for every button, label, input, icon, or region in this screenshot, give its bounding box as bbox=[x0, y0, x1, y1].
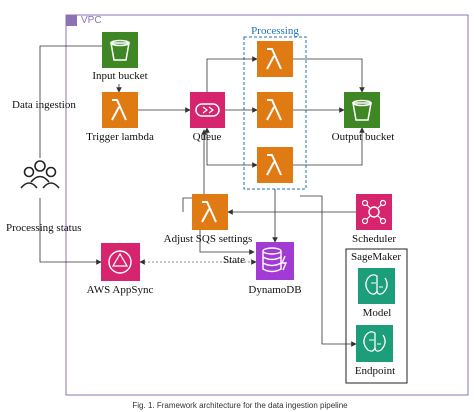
edge-users-appsync bbox=[39, 198, 102, 265]
edge-queue-lambda-top bbox=[206, 56, 258, 92]
lambda-icon bbox=[192, 194, 228, 230]
state-label: State bbox=[223, 254, 245, 266]
figure-caption: Fig. 1. Framework architecture for the d… bbox=[132, 401, 348, 410]
data-ingestion-label: Data ingestion bbox=[12, 99, 76, 111]
appsync-icon bbox=[101, 243, 140, 281]
edge-adjust-dynamodb bbox=[199, 230, 255, 255]
adjust-sqs-label: Adjust SQS settings bbox=[163, 233, 253, 245]
vpc-badge bbox=[66, 15, 77, 26]
sagemaker-endpoint-icon bbox=[356, 325, 393, 362]
lambda-icon bbox=[102, 92, 138, 128]
appsync-label: AWS AppSync bbox=[86, 284, 154, 296]
dynamodb-label: DynamoDB bbox=[248, 284, 302, 296]
sagemaker-group bbox=[345, 248, 408, 384]
sagemaker-label: SageMaker bbox=[350, 251, 402, 263]
endpoint-label: Endpoint bbox=[354, 365, 396, 377]
lambda-icon bbox=[257, 92, 293, 128]
edge-queue-lambda-bottom bbox=[204, 127, 258, 168]
edge-processing-endpoint bbox=[300, 195, 357, 347]
scheduler-label: Scheduler bbox=[352, 233, 396, 245]
input-bucket-label: Input bucket bbox=[92, 70, 148, 82]
eventbridge-scheduler-icon bbox=[356, 194, 392, 230]
s3-bucket-icon bbox=[344, 92, 380, 128]
processing-label: Processing bbox=[251, 25, 299, 37]
lambda-icon bbox=[257, 41, 293, 77]
queue-label: Queue bbox=[192, 131, 222, 143]
vpc-boundary bbox=[65, 14, 469, 396]
users-icon bbox=[20, 160, 60, 189]
edge-lambda-bottom-output bbox=[293, 127, 365, 166]
model-label: Model bbox=[362, 307, 392, 319]
output-bucket-label: Output bucket bbox=[331, 131, 395, 143]
edge-lambda-top-output bbox=[293, 58, 365, 93]
s3-bucket-icon bbox=[102, 32, 138, 68]
edge-users-input-bucket bbox=[39, 43, 127, 158]
processing-status-label: Processing status bbox=[6, 222, 82, 234]
dynamodb-icon bbox=[256, 242, 294, 280]
lambda-icon bbox=[257, 147, 293, 183]
vpc-label: VPC bbox=[81, 15, 102, 26]
sagemaker-model-icon bbox=[358, 268, 395, 304]
sqs-queue-icon bbox=[190, 92, 225, 128]
trigger-lambda-label: Trigger lambda bbox=[86, 131, 154, 143]
